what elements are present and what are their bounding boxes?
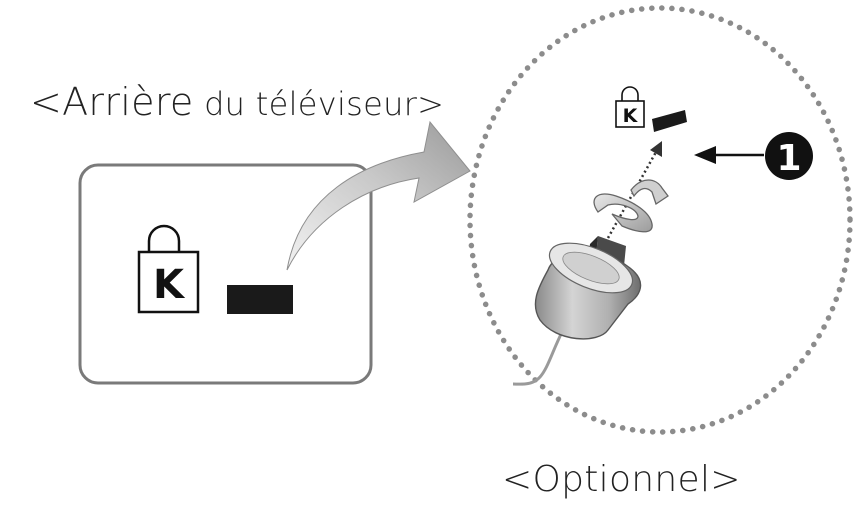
small-security-slot bbox=[652, 110, 687, 132]
insertion-arrowhead bbox=[650, 141, 662, 157]
lock-cable bbox=[512, 329, 565, 386]
tv-back-panel bbox=[78, 163, 373, 385]
kensington-lock-icon: K bbox=[137, 224, 200, 314]
small-kensington-lock-icon: K bbox=[615, 86, 645, 128]
small-lock-letter: K bbox=[623, 105, 639, 127]
rear-caption-suffix: du téléviseur> bbox=[193, 85, 445, 123]
lock-cylinder-icon bbox=[534, 236, 642, 340]
lock-letter: K bbox=[153, 262, 186, 308]
security-slot bbox=[227, 285, 293, 314]
optional-caption: <Optionnel> bbox=[502, 459, 741, 500]
rear-of-tv-caption: <Arrière du téléviseur> bbox=[30, 80, 444, 124]
insertion-path bbox=[606, 151, 658, 239]
curved-arrow-icon bbox=[286, 120, 471, 271]
dotted-zoom-circle bbox=[467, 5, 853, 435]
twist-arrow-icon bbox=[593, 179, 669, 233]
callout-number-icon bbox=[765, 132, 813, 180]
callout-arrowhead bbox=[694, 146, 716, 164]
callout-number: 1 bbox=[776, 138, 801, 179]
rear-caption-prefix: <Arrière bbox=[30, 80, 194, 124]
